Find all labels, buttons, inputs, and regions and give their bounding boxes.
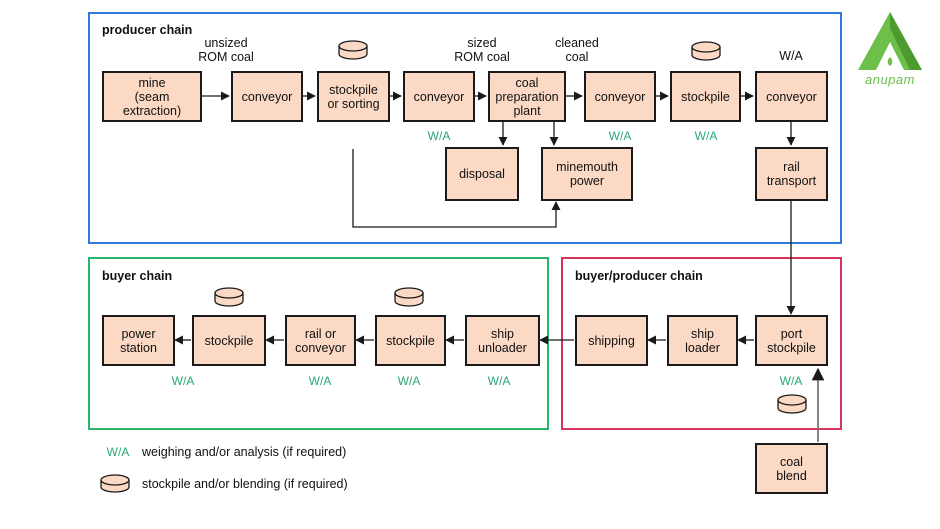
stockpile-drum-icon-2 <box>691 41 721 61</box>
stockpile-drum-icon-3 <box>214 287 244 307</box>
wa-label: W/A <box>397 374 421 388</box>
buyer-producer-chain-title: buyer/producer chain <box>575 269 703 283</box>
ship-loader-box: ship loader <box>667 315 738 366</box>
disposal-box: disposal <box>445 147 519 201</box>
label-cleaned-coal: cleaned coal <box>555 36 599 64</box>
label-sized-rom-coal: sized ROM coal <box>454 36 510 64</box>
legend-wa-symbol: W/A <box>106 445 130 459</box>
wa-label: W/A <box>171 374 195 388</box>
logo-flame-icon <box>858 12 922 70</box>
label-unsized-rom-coal: unsized ROM coal <box>198 36 254 64</box>
stockpile-drum-icon-5 <box>777 394 807 414</box>
legend-stockpile-text: stockpile and/or blending (if required) <box>142 477 348 491</box>
conveyor-box-3: conveyor <box>584 71 656 122</box>
ship-unloader-box: ship unloader <box>465 315 540 366</box>
stockpile-drum-icon-1 <box>338 40 368 60</box>
wa-label: W/A <box>694 129 718 143</box>
producer-chain-panel: producer chain <box>88 12 842 244</box>
wa-label: W/A <box>427 129 451 143</box>
coal-preparation-plant-box: coal preparation plant <box>488 71 566 122</box>
stockpile-box-3: stockpile <box>192 315 266 366</box>
rail-or-conveyor-box: rail or conveyor <box>285 315 356 366</box>
anupam-logo: anupam <box>852 10 928 90</box>
wa-label: W/A <box>487 374 511 388</box>
stockpile-sorting-box: stockpile or sorting <box>317 71 390 122</box>
legend-wa-text: weighing and/or analysis (if required) <box>142 445 347 459</box>
label-wa-top: W/A <box>779 49 803 63</box>
power-station-box: power station <box>102 315 175 366</box>
conveyor-box-2: conveyor <box>403 71 475 122</box>
wa-label: W/A <box>779 374 803 388</box>
legend-drum-icon <box>100 474 130 493</box>
stockpile-box-2: stockpile <box>375 315 446 366</box>
arrow-bypass-minemouth <box>352 149 561 228</box>
conveyor-box-1: conveyor <box>231 71 303 122</box>
rail-transport-box: rail transport <box>755 147 828 201</box>
port-stockpile-box: port stockpile <box>755 315 828 366</box>
mine-box: mine (seam extraction) <box>102 71 202 122</box>
stockpile-drum-icon-4 <box>394 287 424 307</box>
stockpile-box-1: stockpile <box>670 71 741 122</box>
buyer-producer-chain-panel: buyer/producer chain <box>561 257 842 430</box>
wa-label: W/A <box>308 374 332 388</box>
conveyor-box-4: conveyor <box>755 71 828 122</box>
coal-blend-box: coal blend <box>755 443 828 494</box>
shipping-box: shipping <box>575 315 648 366</box>
buyer-chain-title: buyer chain <box>102 269 173 283</box>
logo-text: anupam <box>865 72 915 87</box>
minemouth-power-box: minemouth power <box>541 147 633 201</box>
wa-label: W/A <box>608 129 632 143</box>
producer-chain-title: producer chain <box>102 23 193 37</box>
